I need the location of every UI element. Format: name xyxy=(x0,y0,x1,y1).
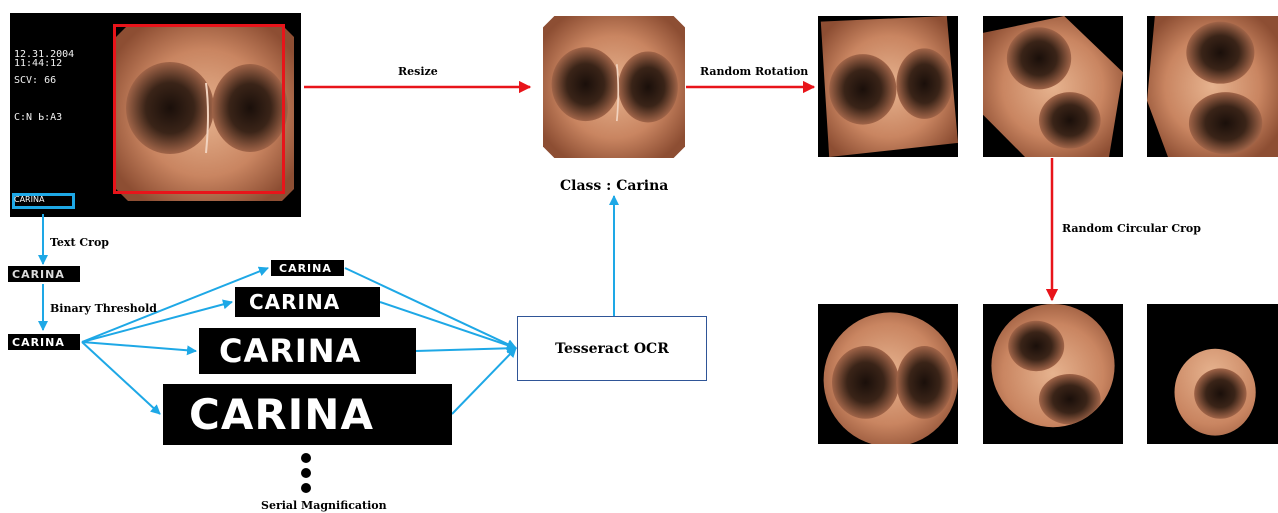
magnified-strip-3: CARINA xyxy=(199,328,416,374)
ellipsis-dot xyxy=(301,453,311,463)
mag-arrow-4 xyxy=(82,342,160,414)
rotated-image-2 xyxy=(983,16,1123,157)
random-circular-crop-label: Random Circular Crop xyxy=(1062,222,1201,235)
resized-image xyxy=(543,16,685,158)
serial-magnification-label: Serial Magnification xyxy=(261,499,387,512)
circular-crop-image-1 xyxy=(818,304,958,444)
binary-threshold-label: Binary Threshold xyxy=(50,302,157,315)
tesseract-ocr-label: Tesseract OCR xyxy=(555,341,669,357)
rotated-image-1 xyxy=(818,16,958,157)
magnified-strip-1: CARINA xyxy=(271,260,344,276)
class-result-label: Class : Carina xyxy=(560,178,668,194)
circular-crop-image-3 xyxy=(1147,304,1278,444)
ellipsis-dot xyxy=(301,483,311,493)
text-crop-label: Text Crop xyxy=(50,236,109,249)
random-rotation-label: Random Rotation xyxy=(700,65,808,78)
resize-label: Resize xyxy=(398,65,438,78)
circular-crop-image-2 xyxy=(983,304,1123,444)
mag-arrow-3 xyxy=(82,342,196,351)
ellipsis-dot xyxy=(301,468,311,478)
text-crop-strip: CARINA xyxy=(8,266,80,282)
tesseract-ocr-box: Tesseract OCR xyxy=(517,316,707,381)
magnified-strip-4: CARINA xyxy=(163,384,452,445)
ocr-arrow-3 xyxy=(416,348,516,351)
magnified-strip-2: CARINA xyxy=(235,287,380,317)
binary-strip: CARINA xyxy=(8,334,80,350)
rotated-image-3 xyxy=(1147,16,1278,157)
ocr-arrow-4 xyxy=(452,348,516,414)
